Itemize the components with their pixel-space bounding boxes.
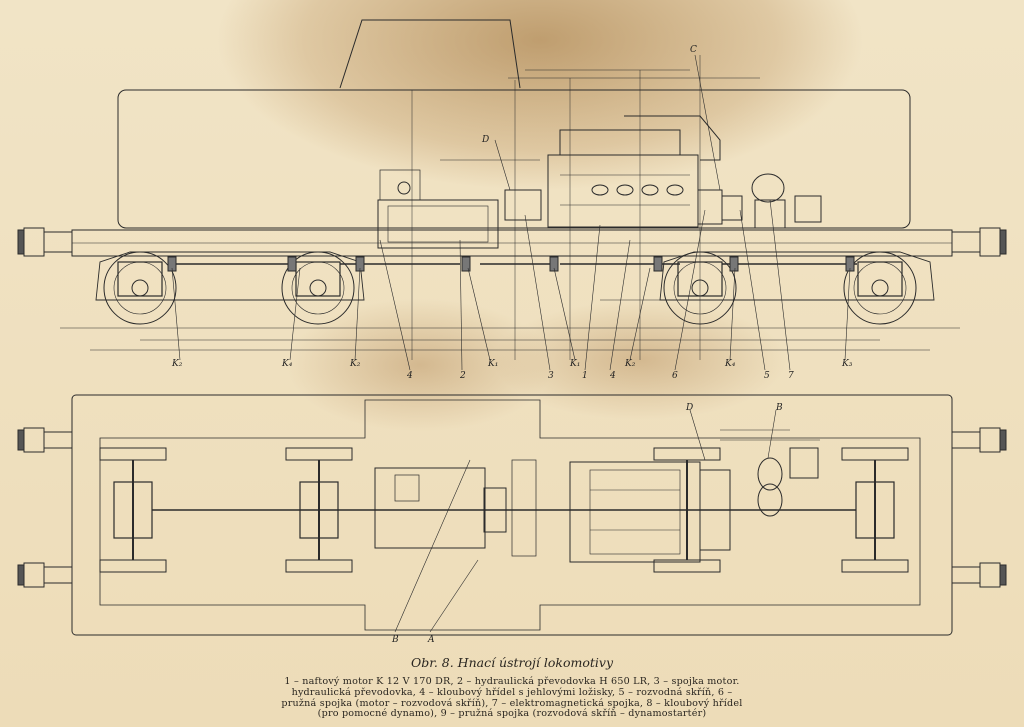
- wheel-4: [843, 251, 917, 325]
- label-d-plan: D: [685, 403, 693, 413]
- label-k1-b: K₁: [569, 359, 580, 369]
- engine-plan: [569, 461, 701, 563]
- dimension-lines-side: [60, 55, 960, 360]
- label-a: A: [427, 635, 435, 645]
- label-6: 6: [672, 371, 678, 381]
- label-b-bottom: B: [391, 635, 399, 645]
- axle-gearbox-4: [857, 261, 903, 297]
- legend-line-4: (pro pomocné dynamo), 9 – pružná spojka …: [317, 708, 707, 720]
- label-4-a: 4: [406, 371, 413, 381]
- legend-line-3: pružná spojka (motor – rozvodová skříň),…: [281, 697, 743, 709]
- leader-lines-plan: [394, 409, 777, 633]
- bogie-right-side: [659, 251, 935, 301]
- bogie-left-side: [95, 251, 365, 301]
- label-k2-mid: K₂: [349, 359, 361, 369]
- buffers-plan: [17, 427, 1007, 588]
- label-k2-left: K₂: [171, 359, 183, 369]
- figure-caption: Obr. 8. Hnací ústrojí lokomotivy: [410, 655, 614, 670]
- plan-frame: [71, 394, 953, 636]
- label-1: 1: [582, 371, 588, 381]
- buffer-left-side: [17, 227, 73, 257]
- plan-body-outline: [99, 399, 921, 631]
- diesel-engine-side: [547, 115, 721, 228]
- legend-line-2: hydraulická převodovka, 4 – kloubový hří…: [291, 686, 733, 698]
- hood-outline: [117, 89, 911, 229]
- label-5: 5: [764, 371, 770, 381]
- label-2: 2: [459, 371, 466, 381]
- axle-gearbox-1: [117, 261, 163, 297]
- label-4-b: 4: [609, 371, 616, 381]
- hydraulic-transmission-side: [377, 169, 499, 249]
- label-7: 7: [788, 371, 794, 381]
- label-k2-right: K₂: [624, 359, 636, 369]
- cab-outline: [339, 19, 521, 89]
- label-b-top: B: [775, 403, 783, 413]
- label-c: C: [690, 45, 697, 55]
- label-d-side: D: [481, 135, 489, 145]
- label-k4: K₄: [281, 359, 293, 369]
- label-3: 3: [548, 371, 554, 381]
- couplings-plan: [699, 429, 820, 551]
- figure-legend: 1 – naftový motor K 12 V 170 DR, 2 – hyd…: [215, 676, 809, 720]
- buffer-right-side: [951, 227, 1007, 257]
- wheel-1: [103, 251, 177, 325]
- label-k4-right: K₄: [724, 359, 736, 369]
- label-k3: K₃: [841, 359, 853, 369]
- legend-line-1: 1 – naftový motor K 12 V 170 DR, 2 – hyd…: [284, 676, 740, 687]
- transmission-plan: [374, 459, 537, 557]
- label-k1-a: K₁: [487, 359, 498, 369]
- couplings-side: [504, 173, 822, 229]
- axle-gearbox-2: [295, 261, 341, 297]
- leader-lines-side: [171, 54, 851, 371]
